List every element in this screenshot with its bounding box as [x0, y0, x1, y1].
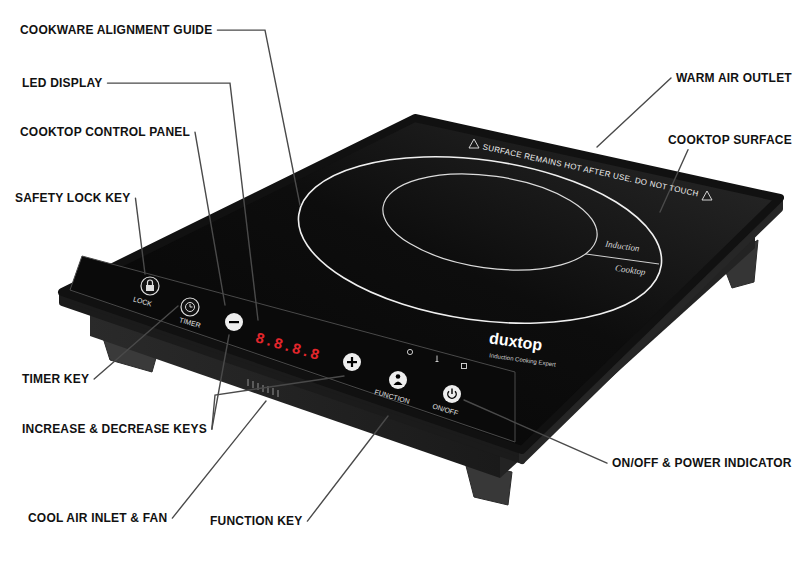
leader-line [660, 150, 688, 212]
callout-label: ON/OFF & POWER INDICATOR [612, 457, 792, 470]
leader-line [94, 306, 178, 379]
timer-key [181, 298, 199, 316]
power-key [443, 385, 461, 403]
function-key [389, 371, 407, 389]
control-panel [70, 256, 515, 442]
callout-label: SAFETY LOCK KEY [15, 192, 130, 205]
leader-line [212, 376, 344, 429]
callout-label: WARM AIR OUTLET [676, 72, 792, 85]
callout-label: INCREASE & DECREASE KEYS [22, 423, 207, 436]
cooktop-glass [62, 118, 780, 450]
leader-line [597, 78, 671, 147]
leader-line [307, 416, 388, 521]
increase-key [343, 353, 361, 371]
lock-key [141, 277, 159, 295]
leader-line [172, 401, 266, 518]
leader-line [195, 132, 225, 305]
callout-label: FUNCTION KEY [210, 515, 302, 528]
leader-lines [94, 30, 688, 521]
leader-line [212, 335, 229, 429]
surface-divider [586, 254, 659, 264]
alignment-ring [377, 161, 604, 282]
callout-label: TIMER KEY [22, 373, 89, 386]
alignment-ring [288, 135, 673, 344]
callout-label: COOL AIR INLET & FAN [28, 512, 167, 525]
callout-label: LED DISPLAY [22, 77, 102, 90]
mode-icons [407, 349, 466, 368]
leader-line [464, 400, 607, 463]
decrease-key [225, 313, 243, 331]
callout-label: COOKTOP SURFACE [668, 134, 792, 147]
callout-label: COOKWARE ALIGNMENT GUIDE [20, 24, 212, 37]
callout-label: COOKTOP CONTROL PANEL [20, 126, 190, 139]
leader-line [217, 30, 300, 205]
warning-triangle [469, 139, 479, 148]
warning-triangle [702, 191, 712, 200]
leader-line [135, 198, 145, 274]
